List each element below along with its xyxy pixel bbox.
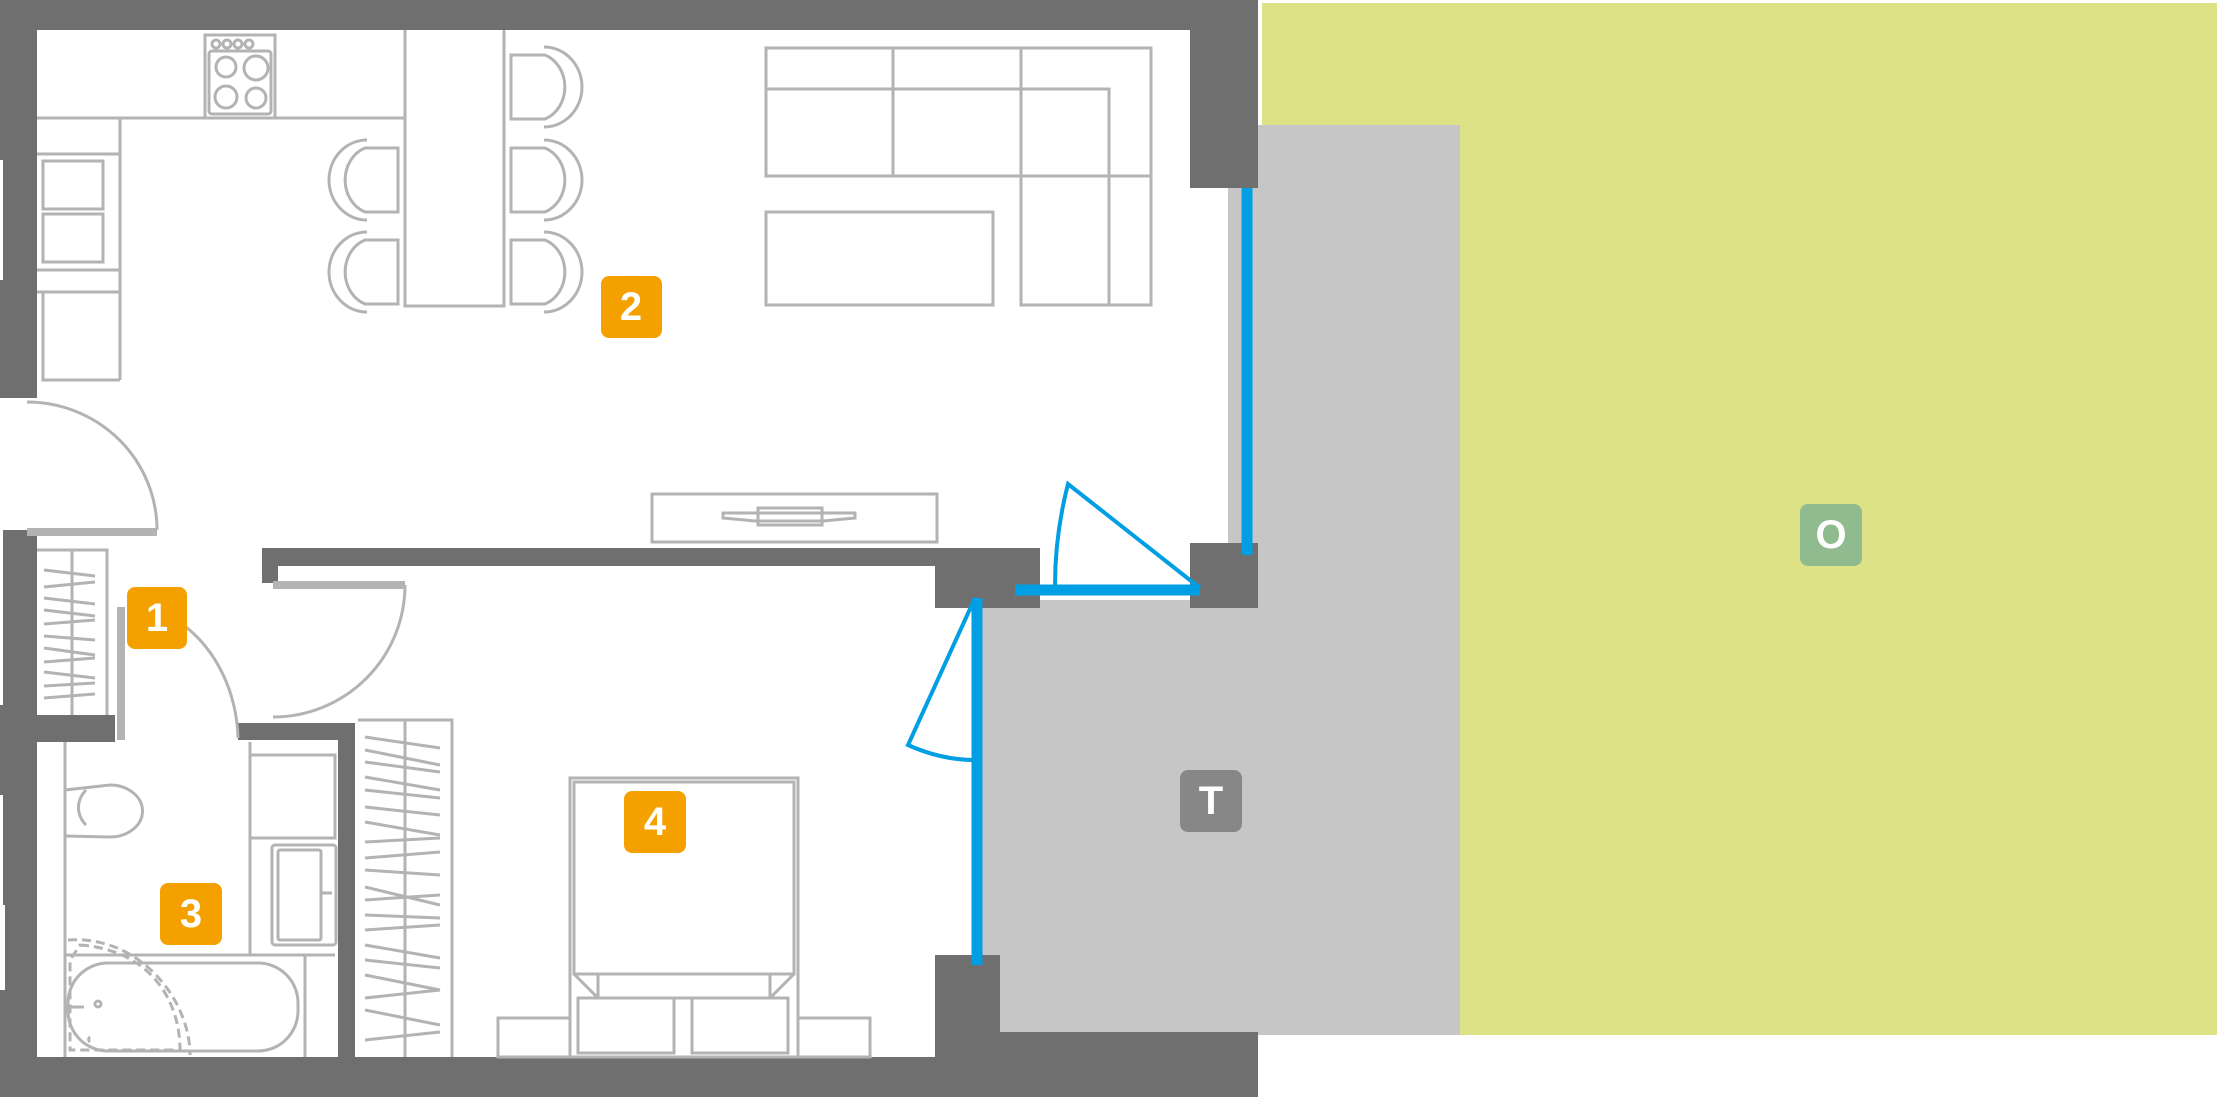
bathroom-door: [117, 607, 240, 740]
room-label: 4: [644, 800, 667, 844]
stove-icon: [203, 33, 277, 120]
entrance-door: [26, 400, 159, 536]
room-label: T: [1199, 779, 1223, 823]
kitchen-counter: [37, 116, 405, 382]
tv-stand: [650, 492, 939, 544]
dining-table: [327, 30, 584, 314]
nightstand-left: [496, 1016, 572, 1059]
garden-badge: O: [1800, 504, 1862, 566]
bathtub-icon: [66, 961, 300, 1053]
terrace-door-swings: [905, 480, 1202, 762]
windows: [971, 188, 1253, 965]
walls: [0, 0, 1258, 1097]
room-label: 2: [620, 285, 642, 329]
room-label: O: [1815, 513, 1846, 557]
sink-icon: [270, 843, 338, 947]
double-bed: [496, 776, 872, 1059]
bedroom-wardrobe: [358, 718, 454, 1057]
room-badge-3: 3: [160, 883, 222, 945]
sofa: [764, 46, 1153, 307]
room-label: 3: [180, 892, 202, 936]
bathroom-fixtures: [63, 742, 338, 1057]
room-badge-2: 2: [601, 276, 662, 338]
room-label: 1: [146, 596, 168, 640]
room-badge-4: 4: [624, 791, 686, 853]
hall-wardrobe: [37, 548, 109, 715]
terrace-badge: T: [1180, 770, 1242, 832]
terrace-area: [978, 125, 1460, 1035]
toilet-icon: [64, 783, 144, 839]
nightstand-right: [796, 1016, 872, 1059]
room-badge-1: 1: [127, 587, 187, 649]
bedroom-door: [272, 581, 407, 719]
